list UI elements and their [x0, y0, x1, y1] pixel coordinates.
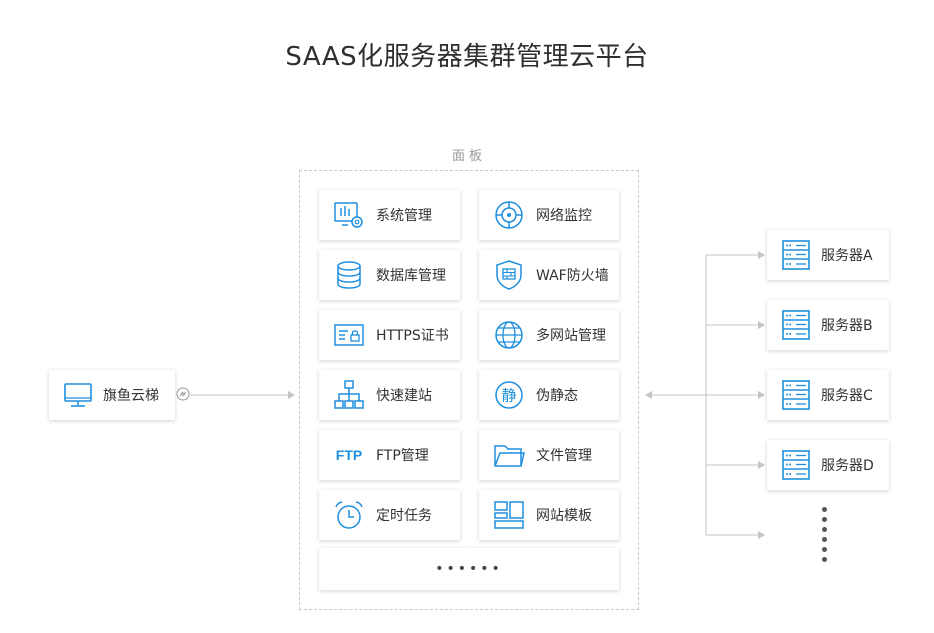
monitor-icon [61, 378, 95, 412]
panel-container [299, 170, 639, 610]
client-label: 旗鱼云梯 [103, 388, 159, 404]
panel-card-8: 静 伪静态 [479, 370, 619, 420]
page-title: SAAS化服务器集群管理云平台 [285, 42, 649, 72]
panel-card-12: 网站模板 [479, 490, 619, 540]
arrow-to-panel [288, 391, 295, 399]
panel-card-1: 系统管理 [319, 190, 460, 240]
server-icon [779, 238, 813, 272]
arrow-to-server-b [758, 321, 765, 329]
server-node-2: 服务器B [767, 300, 889, 350]
panel-card-3: 数据库管理 [319, 250, 460, 300]
panel-card-2: 网络监控 [479, 190, 619, 240]
arrow-to-panel-right [645, 391, 652, 399]
server-node-3: 服务器C [767, 370, 889, 420]
firewall-shield-icon [492, 258, 526, 292]
panel-card-label: 快速建站 [376, 388, 432, 404]
globe-icon [492, 318, 526, 352]
panel-card-9: FTP FTP管理 [319, 430, 460, 480]
panel-card-7: 快速建站 [319, 370, 460, 420]
server-node-1: 服务器A [767, 230, 889, 280]
server-label: 服务器B [821, 318, 873, 334]
svg-text:静: 静 [501, 387, 516, 405]
arrow-to-server-d [758, 461, 765, 469]
server-label: 服务器D [821, 458, 874, 474]
panel-card-label: 系统管理 [376, 208, 432, 224]
panel-card-label: 文件管理 [536, 448, 592, 464]
more-features-card: •••••• [319, 548, 619, 590]
link-icon [176, 387, 190, 401]
arrow-to-more [758, 531, 765, 539]
panel-card-label: 网站模板 [536, 508, 592, 524]
template-icon [492, 498, 526, 532]
server-icon [779, 448, 813, 482]
server-icon [779, 308, 813, 342]
ftp-icon: FTP [332, 438, 366, 472]
panel-card-label: 多网站管理 [536, 328, 606, 344]
alarm-clock-icon [332, 498, 366, 532]
arrow-to-server-c [758, 391, 765, 399]
pseudo-static-icon: 静 [492, 378, 526, 412]
server-label: 服务器A [821, 248, 873, 264]
svg-text:FTP: FTP [336, 447, 362, 463]
panel-card-label: FTP管理 [376, 448, 429, 464]
arrow-to-server-a [758, 251, 765, 259]
panel-card-label: 定时任务 [376, 508, 432, 524]
certificate-icon [332, 318, 366, 352]
panel-card-10: 文件管理 [479, 430, 619, 480]
panel-card-5: HTTPS证书 [319, 310, 460, 360]
panel-label: 面板 [451, 149, 486, 164]
server-node-4: 服务器D [767, 440, 889, 490]
panel-card-label: WAF防火墙 [536, 268, 609, 284]
server-icon [779, 378, 813, 412]
panel-card-label: 网络监控 [536, 208, 592, 224]
panel-card-6: 多网站管理 [479, 310, 619, 360]
sitemap-icon [332, 378, 366, 412]
network-monitor-icon [492, 198, 526, 232]
more-servers-dots [822, 507, 830, 567]
server-label: 服务器C [821, 388, 873, 404]
database-icon [332, 258, 366, 292]
panel-card-11: 定时任务 [319, 490, 460, 540]
panel-card-label: 数据库管理 [376, 268, 446, 284]
panel-card-4: WAF防火墙 [479, 250, 619, 300]
folder-icon [492, 438, 526, 472]
system-settings-icon [332, 198, 366, 232]
panel-card-label: 伪静态 [536, 388, 578, 404]
panel-card-label: HTTPS证书 [376, 328, 449, 344]
client-node: 旗鱼云梯 [49, 370, 175, 420]
